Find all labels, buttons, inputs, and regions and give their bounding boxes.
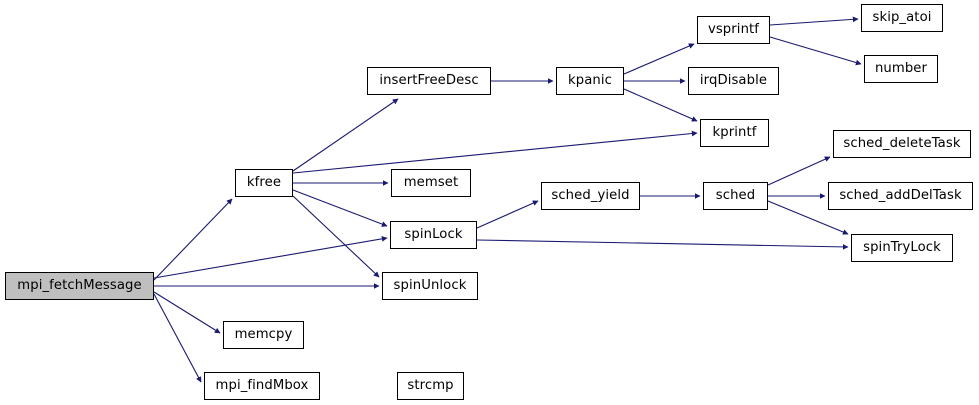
node-number[interactable]: number [864,55,938,83]
edge-mpi_fetchMessage-to-mpi_findMbox [153,293,202,383]
node-memset[interactable]: memset [391,169,471,197]
node-sched_deleteTask[interactable]: sched_deleteTask [833,130,971,158]
node-kpanic[interactable]: kpanic [556,67,624,95]
edge-kpanic-to-kprintf [623,88,698,122]
edge-vsprintf-to-number [769,36,862,66]
node-irqDisable[interactable]: irqDisable [688,67,779,95]
edge-kfree-to-kprintf [292,130,698,174]
node-kprintf[interactable]: kprintf [700,119,769,147]
edge-mpi_fetchMessage-to-memcpy [153,291,221,334]
node-kfree[interactable]: kfree [235,169,293,197]
node-mpi_findMbox[interactable]: mpi_findMbox [204,372,320,400]
node-strcmp[interactable]: strcmp [397,372,464,400]
node-sched[interactable]: sched [703,182,768,210]
edge-spinLock-to-spinTryLock [476,239,849,250]
node-insertFreeDesc[interactable]: insertFreeDesc [367,67,491,95]
node-vsprintf[interactable]: vsprintf [697,16,770,44]
edge-kfree-to-spinLock [292,189,388,227]
node-sched_addDelTask[interactable]: sched_addDelTask [828,182,973,210]
edge-spinLock-to-sched_yield [476,200,539,229]
node-spinUnlock[interactable]: spinUnlock [382,272,478,300]
edge-mpi_fetchMessage-to-kfree [153,198,233,281]
node-skip_atoi[interactable]: skip_atoi [861,4,943,32]
node-spinLock[interactable]: spinLock [390,221,477,249]
node-spinTryLock[interactable]: spinTryLock [851,234,953,262]
node-mpi_fetchMessage[interactable]: mpi_fetchMessage [5,272,154,300]
edge-kfree-to-spinUnlock [292,195,380,278]
edge-kfree-to-insertFreeDesc [292,98,399,172]
node-memcpy[interactable]: memcpy [223,321,304,349]
node-sched_yield[interactable]: sched_yield [541,182,640,210]
edge-kpanic-to-vsprintf [623,43,695,75]
edge-mpi_fetchMessage-to-spinLock [153,236,388,279]
edge-vsprintf-to-skip_atoi [769,16,859,26]
edge-sched-to-sched_deleteTask [767,156,831,186]
